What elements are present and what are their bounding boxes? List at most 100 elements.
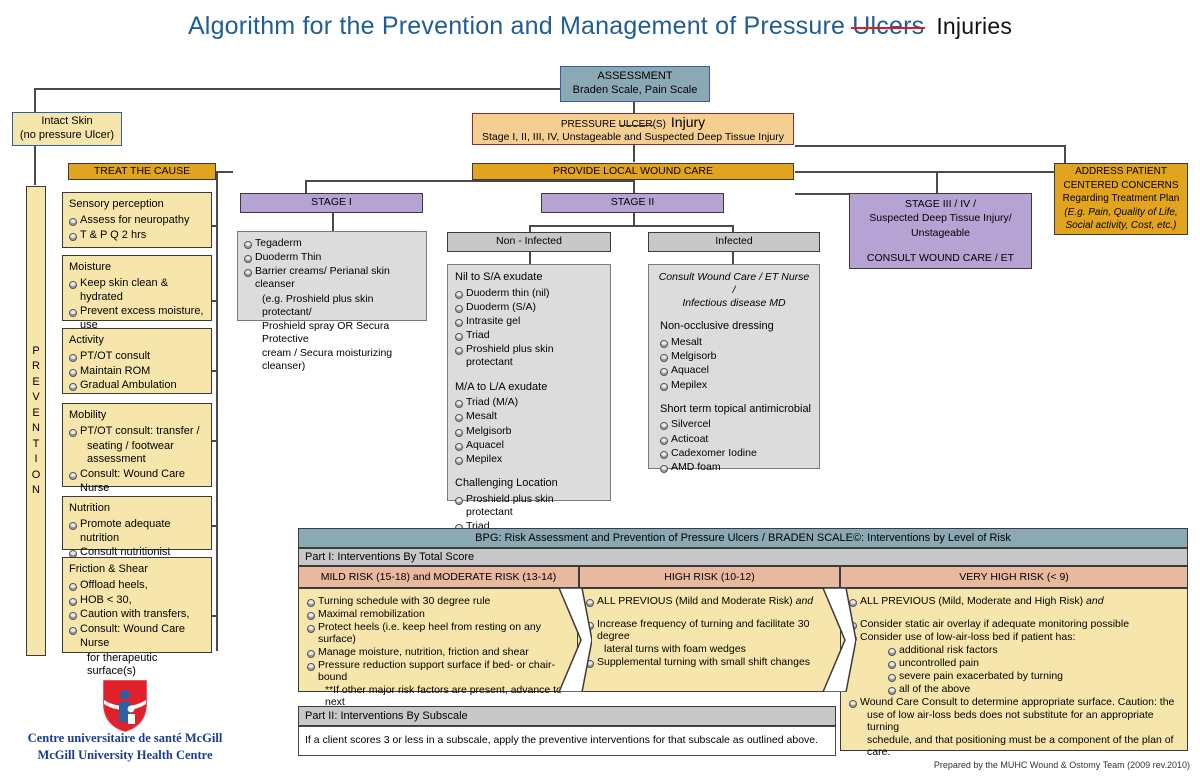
list-item-continuation: use of low air-loss beds does not substi…	[867, 709, 1154, 733]
list-item: HOB < 30,	[69, 594, 205, 608]
stage-1-list: Tegaderm Duoderm Thin Barrier creams/ Pe…	[244, 237, 420, 373]
connector	[305, 180, 307, 193]
list-item: Tegaderm	[244, 237, 420, 250]
connector	[732, 252, 734, 264]
risk-body-high: ALL PREVIOUS (Mild and Moderate Risk) an…	[577, 588, 843, 692]
infected-group-2: Silvercel Acticoat Cadexomer Iodine AMD …	[656, 418, 812, 474]
connector	[529, 225, 531, 232]
list-item: Mesalt	[660, 336, 812, 349]
page-title-annotation: Injuries	[936, 13, 1013, 39]
list-item: Triad (M/A)	[455, 396, 603, 409]
list-item: Triad	[455, 329, 603, 342]
card-items: Promote adequate nutrition Consult nutri…	[69, 518, 205, 560]
connector	[633, 213, 635, 225]
list-item: Cadexomer Iodine	[660, 447, 812, 460]
node-stage-2: STAGE II	[541, 193, 724, 213]
group-heading: Challenging Location	[455, 476, 558, 489]
list-item-sub: uncontrolled pain	[849, 657, 1179, 669]
list-item: Offload heels,	[69, 579, 205, 593]
chevron-separator-icon	[558, 588, 592, 692]
high-first-ital: and	[795, 595, 814, 607]
card-heading: Sensory perception	[69, 198, 164, 210]
muhc-logo-text: Centre universitaire de santé McGill McG…	[15, 730, 235, 764]
list-item: Duoderm Thin	[244, 251, 420, 264]
infected-group-1: Mesalt Melgisorb Aquacel Mepilex	[656, 336, 812, 392]
concerns-l3: Regarding Treatment Plan	[1062, 193, 1180, 205]
stage34-l3: Unstageable	[911, 227, 970, 239]
mild-moderate-list: Turning schedule with 30 degree rule Max…	[307, 595, 574, 721]
list-item: Assess for neuropathy	[69, 214, 205, 228]
list-item: Keep skin clean & hydrated	[69, 277, 205, 305]
card-heading: Friction & Shear	[69, 563, 148, 575]
list-item-continuation: Proshield spray OR Secura Protective	[262, 319, 390, 345]
connector	[795, 171, 1065, 173]
spacer	[455, 371, 603, 381]
stage34-l2: Suspected Deep Tissue Injury/	[869, 212, 1012, 225]
node-provide-local-wound-care: PROVIDE LOCAL WOUND CARE	[472, 163, 794, 180]
list-item: Manage moisture, nutrition, friction and…	[307, 646, 574, 658]
very-high-risk-list: ALL PREVIOUS (Mild, Moderate and High Ri…	[849, 595, 1179, 758]
node-intact-skin: Intact Skin (no pressure Ulcer)	[12, 112, 122, 146]
high-risk-list: ALL PREVIOUS (Mild and Moderate Risk) an…	[586, 595, 834, 668]
list-item: Melgisorb	[455, 425, 603, 438]
spacer	[656, 310, 812, 320]
list-item: Increase frequency of turning and facili…	[586, 618, 834, 642]
risk-header-high: HIGH RISK (10-12)	[579, 566, 840, 588]
vhigh-first-ital: and	[1086, 595, 1104, 607]
connector	[212, 370, 217, 372]
risk-body-very-high: ALL PREVIOUS (Mild, Moderate and High Ri…	[840, 588, 1188, 758]
prevention-card-mobility: Mobility PT/OT consult: transfer / seati…	[62, 403, 212, 522]
node-address-patient-centered-concerns: ADDRESS PATIENT CENTERED CONCERNS Regard…	[1054, 163, 1188, 235]
spacer	[849, 608, 1179, 617]
list-item: Caution with transfers,	[69, 608, 205, 622]
risk-body-mild-moderate: Turning schedule with 30 degree rule Max…	[298, 588, 583, 721]
connector	[732, 225, 734, 232]
list-item: ALL PREVIOUS (Mild, Moderate and High Ri…	[849, 595, 1179, 607]
list-item: Pressure reduction support surface if be…	[307, 659, 574, 683]
muhc-shield-logo-icon	[100, 678, 150, 732]
card-heading: Mobility	[69, 409, 107, 421]
pi-struck: ULCER	[618, 118, 653, 130]
list-item: Duoderm (S/A)	[455, 301, 603, 314]
vhigh-first: ALL PREVIOUS (Mild, Moderate and High Ri…	[860, 595, 1087, 607]
list-item: Proshield plus skin protectant	[455, 493, 603, 519]
list-item: Mesalt	[455, 410, 603, 423]
page-title-lead: Algorithm for the Prevention and Managem…	[187, 12, 853, 40]
list-item: Melgisorb	[660, 350, 812, 363]
intact-skin-line2: (no pressure Ulcer)	[19, 129, 115, 141]
list-item: Silvercel	[660, 418, 812, 431]
connector	[332, 213, 334, 231]
concerns-l1: ADDRESS PATIENT	[1075, 166, 1167, 178]
node-treat-the-cause: TREAT THE CAUSE	[68, 163, 216, 180]
infected-note-1: Consult Wound Care / ET Nurse /	[658, 271, 810, 297]
spacer	[586, 608, 834, 617]
connector	[633, 180, 635, 193]
list-item: PT/OT consult	[69, 350, 205, 364]
node-stage-3-4: STAGE III / IV / Suspected Deep Tissue I…	[849, 193, 1032, 269]
list-item-continuation: (e.g. Proshield plus skin protectant/	[262, 292, 374, 318]
card-items: PT/OT consult Maintain ROM Gradual Ambul…	[69, 350, 205, 393]
connector	[633, 101, 635, 115]
concerns-l2: CENTERED CONCERNS	[1063, 179, 1179, 191]
list-item-sub: additional risk factors	[849, 644, 1179, 656]
list-item-continuation: seating / footwear assessment	[87, 439, 174, 466]
node-assessment: ASSESSMENT Braden Scale, Pain Scale	[560, 66, 710, 102]
list-item: Mepilex	[455, 453, 603, 466]
list-item: Proshield plus skin protectant	[455, 343, 603, 369]
list-item-continuation: lateral turns with foam wedges	[604, 643, 746, 655]
connector	[216, 171, 218, 651]
list-item: Consult: Wound Care Nurse	[69, 468, 205, 496]
bpg-part2-text: If a client scores 3 or less in a subsca…	[298, 726, 836, 756]
connector	[34, 145, 36, 185]
pi-prefix: PRESSURE	[560, 118, 619, 130]
list-item: Aquacel	[660, 364, 812, 377]
list-item-sub: all of the above	[849, 683, 1179, 695]
list-item: Maximal remobilization	[307, 608, 574, 620]
list-item: Protect heels (i.e. keep heel from resti…	[307, 621, 574, 645]
connector	[212, 440, 217, 442]
list-item: Maintain ROM	[69, 365, 205, 379]
prevention-card-friction-shear: Friction & Shear Offload heels, HOB < 30…	[62, 557, 212, 677]
footer-credit: Prepared by the MUHC Wound & Ostomy Team…	[933, 760, 1190, 770]
